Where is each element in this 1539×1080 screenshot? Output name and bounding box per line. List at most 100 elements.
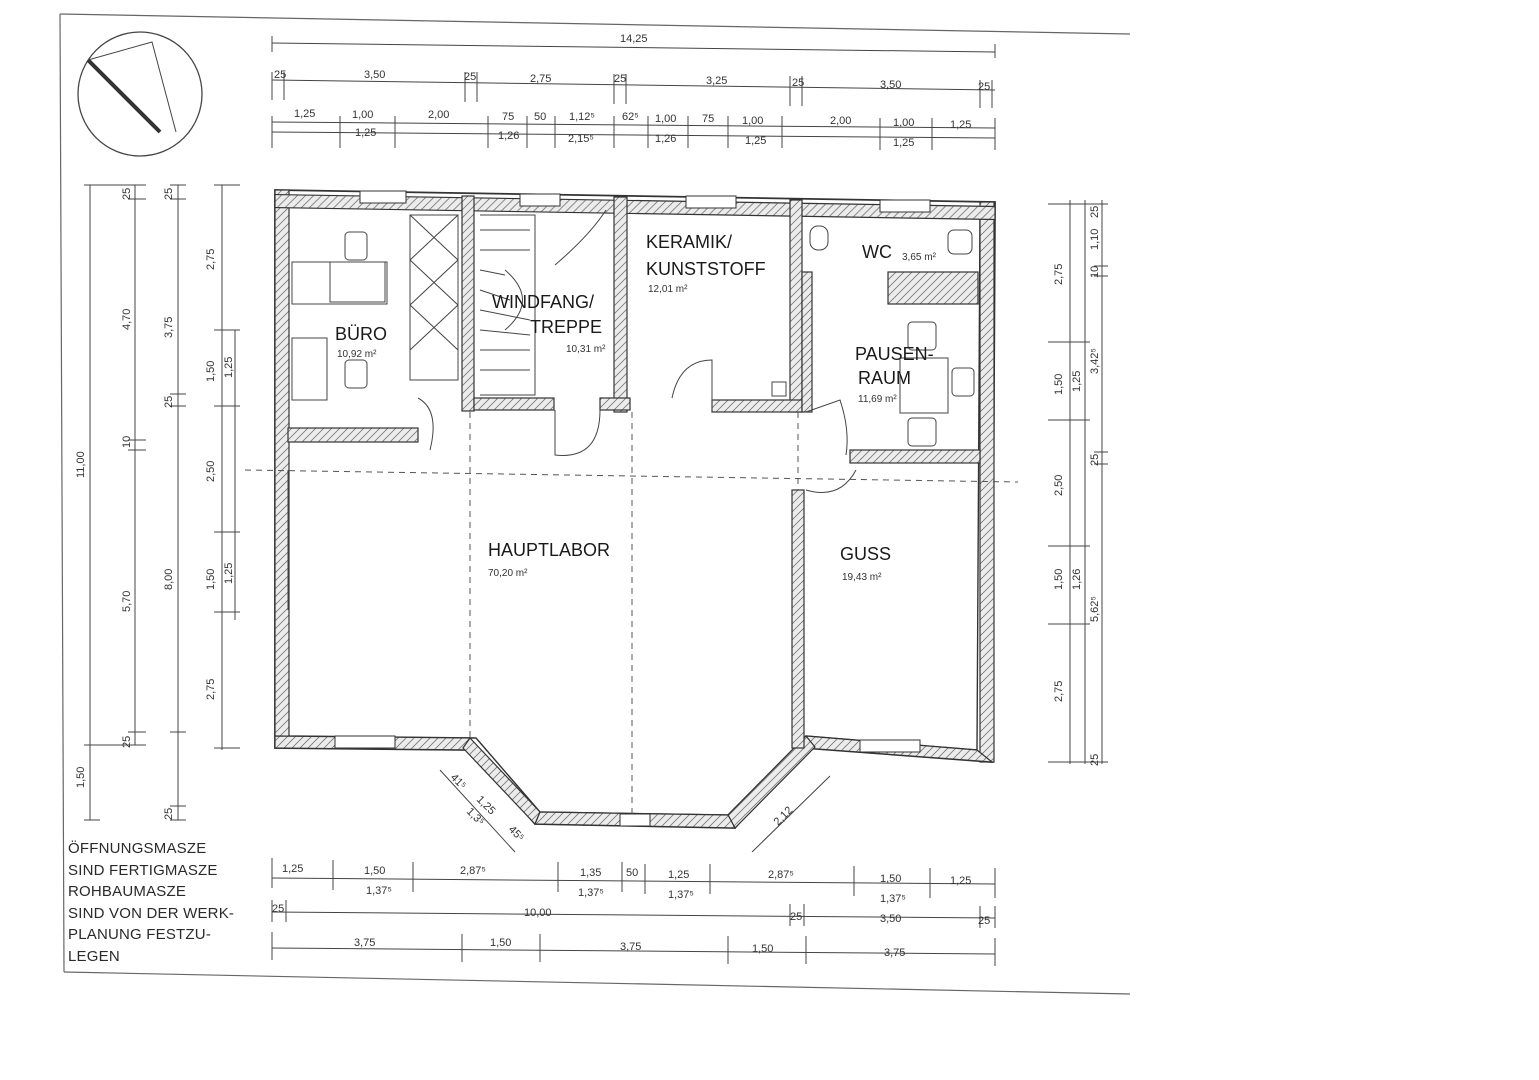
- note-line-6: LEGEN: [68, 947, 120, 965]
- dim-right-c1-3: 2,50: [1053, 475, 1065, 496]
- dim-bot-2-4: 3,50: [880, 913, 901, 925]
- room-wc-area: 3,65 m²: [902, 252, 937, 263]
- dim-right-c2-1: 1,10: [1089, 229, 1101, 250]
- dim-right-c3-1: 25: [1089, 206, 1101, 218]
- room-buero-name: BÜRO: [335, 324, 387, 344]
- dim-top-2-8: 3,50: [880, 79, 901, 91]
- dim-top-3-3: 2,00: [428, 109, 449, 121]
- room-labels: BÜRO 10,92 m² WINDFANG/ TREPPE 10,31 m² …: [335, 232, 937, 583]
- dim-top-2-9: 25: [978, 81, 990, 93]
- dim-left-c5-2: 1,25: [223, 563, 235, 584]
- dim-bay-right: 2,12: [772, 804, 796, 828]
- dim-left-c2-4: 5,70: [121, 591, 133, 612]
- dim-left-c4-5: 2,75: [205, 679, 217, 700]
- dim-top-2-4: 2,75: [530, 73, 551, 85]
- dim-top-3-4: 75: [502, 111, 514, 123]
- room-guss-name: GUSS: [840, 544, 891, 564]
- dim-left-c4-2: 1,50: [205, 361, 217, 382]
- dim-left-c2-1: 25: [121, 188, 133, 200]
- dim-bot-1b-3: 1,37⁵: [668, 889, 694, 901]
- north-arrow-icon: [77, 31, 203, 157]
- dim-right-c2-3: 1,25: [1071, 371, 1083, 392]
- room-windfang-area: 10,31 m²: [566, 344, 606, 355]
- dim-left-c2-3: 10: [121, 436, 133, 448]
- room-wc-name: WC: [862, 242, 892, 262]
- dim-bot-1b-4: 1,37⁵: [880, 893, 906, 905]
- dim-left-c4-4: 1,50: [205, 569, 217, 590]
- dim-bot-3-4: 1,50: [752, 943, 773, 955]
- dim-top-3-10: 1,00: [742, 115, 763, 127]
- dim-left-c5-1: 1,25: [223, 357, 235, 378]
- dim-bot-1-9: 1,25: [950, 875, 971, 887]
- dim-top-3-13: 1,25: [950, 119, 971, 131]
- dim-right-c3-2: 3,42⁵: [1089, 348, 1101, 374]
- frame-left: [59, 13, 65, 973]
- dim-bot-3-3: 3,75: [620, 941, 641, 953]
- note-line-2: SIND FERTIGMASZE: [68, 861, 218, 879]
- dim-right-c1-4: 1,50: [1053, 569, 1065, 590]
- dim-bot-1b-1: 1,37⁵: [366, 885, 392, 897]
- dim-bot-2-2: 10,00: [524, 907, 552, 919]
- dim-right-c1-1: 2,75: [1053, 264, 1065, 285]
- dim-right-c2-5: 1,26: [1071, 569, 1083, 590]
- dim-left-outer-2: 1,50: [75, 767, 87, 788]
- dim-bot-1-7: 2,87⁵: [768, 869, 794, 881]
- dim-bot-2-5: 25: [978, 915, 990, 927]
- dim-top-3-5: 50: [534, 111, 546, 123]
- dim-bot-3-5: 3,75: [884, 947, 905, 959]
- room-pausen-name2: RAUM: [858, 368, 911, 388]
- dim-top-3-9: 75: [702, 113, 714, 125]
- dim-top-3-7: 62⁵: [622, 111, 639, 123]
- dim-right-c3-4: 25: [1089, 754, 1101, 766]
- room-pausen-name: PAUSEN-: [855, 344, 934, 364]
- dim-bot-3-2: 1,50: [490, 937, 511, 949]
- dim-left-c3-1: 25: [163, 188, 175, 200]
- room-hauptlabor-name: HAUPTLABOR: [488, 540, 610, 560]
- dim-left-c2-5: 25: [121, 736, 133, 748]
- dim-top-3b-5: 1,25: [745, 135, 766, 147]
- dim-top-3-12: 1,00: [893, 117, 914, 129]
- room-keramik-name: KERAMIK/: [646, 232, 732, 252]
- dim-total-top: 14,25: [620, 33, 648, 45]
- dim-left-outer-1: 11,00: [75, 451, 87, 478]
- dim-right-c3-3: 5,62⁵: [1089, 596, 1101, 622]
- dim-top-3-8: 1,00: [655, 113, 676, 125]
- dim-top-3-6: 1,12⁵: [569, 111, 595, 123]
- dim-right-c2-2: 10: [1089, 266, 1101, 278]
- dim-left: 11,00 1,50 25 4,70 10 5,70 25 25 3,75 25…: [75, 184, 240, 821]
- dim-left-c3-2: 3,75: [163, 317, 175, 338]
- room-keramik-name2: KUNSTSTOFF: [646, 259, 766, 279]
- dim-left-c3-5: 25: [163, 808, 175, 820]
- dim-top-2-2: 3,50: [364, 69, 385, 81]
- dim-left-c4-1: 2,75: [205, 249, 217, 270]
- dim-right-c2-4: 25: [1089, 454, 1101, 466]
- dim-top-3-11: 2,00: [830, 115, 851, 127]
- dim-bot-1-4: 1,35: [580, 867, 601, 879]
- frame-top: [59, 13, 1131, 35]
- dim-bot-1-5: 50: [626, 867, 638, 879]
- note-line-3: ROHBAUMASZE: [68, 883, 187, 900]
- room-buero-area: 10,92 m²: [337, 349, 377, 360]
- dim-left-c3-4: 8,00: [163, 569, 175, 590]
- dim-top-2-7: 25: [792, 77, 804, 89]
- note-line-5: PLANUNG FESTZU-: [68, 926, 212, 943]
- dim-bottom: 1,25 1,50 2,87⁵ 1,35 50 1,25 2,87⁵ 1,50 …: [271, 858, 996, 966]
- dim-top-3b-6: 1,25: [893, 137, 914, 149]
- room-hauptlabor-area: 70,20 m²: [488, 568, 528, 579]
- dim-top-2-1: 25: [274, 69, 286, 81]
- dim-right: 2,75 1,50 2,50 1,50 2,75 1,10 10 1,25 25…: [1048, 200, 1108, 766]
- walls: [244, 189, 1019, 829]
- room-windfang-name2: TREPPE: [530, 317, 602, 337]
- dim-top-2-5: 25: [614, 73, 626, 85]
- dim-left-c3-3: 25: [163, 396, 175, 408]
- dim-bot-1-8: 1,50: [880, 873, 901, 885]
- dim-left-c4-3: 2,50: [205, 461, 217, 482]
- dim-right-c1-2: 1,50: [1053, 374, 1065, 395]
- dim-left-c2-2: 4,70: [121, 309, 133, 330]
- room-windfang-name: WINDFANG/: [492, 292, 594, 312]
- dim-bot-1-6: 1,25: [668, 869, 689, 881]
- dim-top-3b-2: 1,26: [498, 130, 519, 142]
- dim-bot-1-2: 1,50: [364, 865, 385, 877]
- dim-bay-left-4: 45⁵: [506, 824, 526, 844]
